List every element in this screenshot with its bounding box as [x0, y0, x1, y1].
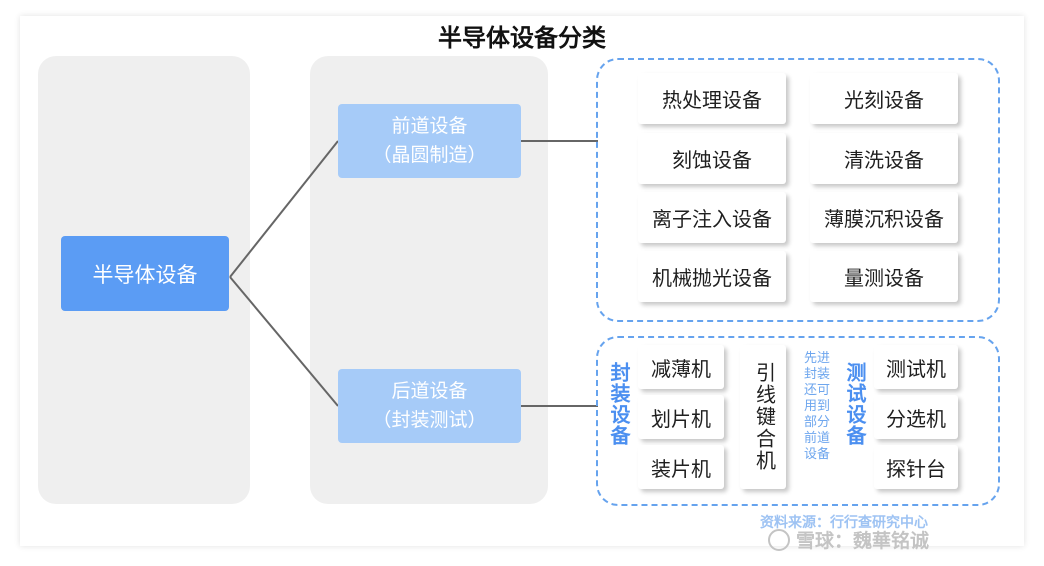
connector-root-front: [229, 140, 339, 278]
brand-watermark-text: 雪球：魏華铭诚: [796, 531, 930, 552]
packaging-card: 划片机: [638, 395, 724, 439]
note-line: 前道: [803, 430, 830, 445]
packaging-card: 减薄机: [638, 345, 724, 389]
test-card: 探针台: [874, 445, 958, 489]
packaging-equipment-label: 封装设备: [607, 362, 629, 446]
note-line: 设备: [803, 446, 830, 461]
back-end-node: 后道设备 （封装测试）: [338, 369, 521, 443]
note-line: 还可: [803, 382, 830, 397]
equipment-card: 刻蚀设备: [638, 133, 786, 184]
wire-bonder-card: 引线键合机: [740, 345, 786, 489]
note-line: 先进: [803, 350, 830, 365]
advanced-packaging-note: 先进 封装 还可 用到 部分 前道 设备: [802, 350, 832, 462]
equipment-card: 清洗设备: [810, 133, 958, 184]
test-card: 测试机: [874, 345, 958, 389]
equipment-card: 机械抛光设备: [638, 251, 786, 302]
wire-bonder-label: 引线键合机: [752, 362, 775, 472]
root-node-label: 半导体设备: [92, 263, 198, 287]
packaging-card: 装片机: [638, 445, 724, 489]
brand-watermark: 雪球：魏華铭诚: [768, 526, 929, 553]
back-end-label: 后道设备: [391, 380, 468, 402]
test-card: 分选机: [874, 395, 958, 439]
note-line: 封装: [803, 366, 830, 381]
front-end-equipment-group: [596, 58, 1000, 322]
note-line: 用到: [803, 398, 830, 413]
equipment-card: 量测设备: [810, 251, 958, 302]
source-note: 资料来源：行行查研究中心: [760, 514, 928, 530]
diagram-title: 半导体设备分类: [438, 25, 606, 52]
snowball-logo-icon: [768, 528, 790, 551]
front-end-node: 前道设备 （晶圆制造）: [338, 104, 521, 178]
root-node: 半导体设备: [61, 236, 229, 311]
back-end-equipment-group: [596, 336, 1000, 506]
front-end-label: 前道设备: [391, 115, 468, 137]
front-end-sublabel: （晶圆制造）: [372, 145, 487, 166]
back-end-sublabel: （封装测试）: [372, 410, 487, 431]
connector-root-back: [229, 276, 339, 407]
equipment-card: 热处理设备: [638, 73, 786, 124]
equipment-card: 薄膜沉积设备: [810, 192, 958, 243]
test-equipment-label: 测试设备: [843, 362, 865, 446]
equipment-card: 离子注入设备: [638, 192, 786, 243]
note-line: 部分: [803, 414, 830, 429]
equipment-card: 光刻设备: [810, 73, 958, 124]
